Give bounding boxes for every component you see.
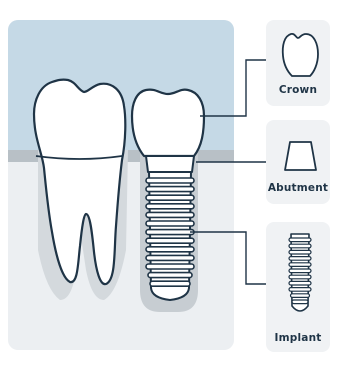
- screw-thread: [150, 281, 190, 286]
- screw-thread: [146, 255, 194, 260]
- implant-icon: [289, 234, 311, 311]
- icon-thread: [289, 288, 311, 292]
- screw-thread: [148, 273, 192, 278]
- implant-label: Implant: [266, 332, 330, 344]
- abutment-icon: [285, 142, 316, 170]
- crown-icon: [283, 34, 318, 76]
- icon-thread: [289, 257, 311, 261]
- implant-crown: [132, 90, 204, 156]
- screw-thread: [146, 195, 194, 200]
- screw-thread: [146, 204, 194, 209]
- icon-thread: [289, 275, 311, 279]
- abutment-label: Abutment: [266, 182, 330, 194]
- icon-thread: [289, 244, 311, 248]
- screw-thread: [146, 264, 194, 269]
- icon-thread: [289, 250, 311, 254]
- icon-thread: [289, 238, 311, 242]
- icon-thread: [289, 269, 311, 273]
- implant-screw: [146, 172, 194, 300]
- screw-thread: [146, 221, 194, 226]
- icon-thread: [292, 300, 308, 304]
- screw-thread: [146, 187, 194, 192]
- screw-thread: [146, 212, 194, 217]
- screw-thread: [146, 178, 194, 183]
- screw-thread: [146, 247, 194, 252]
- crown-label: Crown: [266, 84, 330, 96]
- screw-thread: [146, 238, 194, 243]
- icon-thread: [289, 281, 311, 285]
- screw-thread: [146, 230, 194, 235]
- implant-abutment: [146, 156, 194, 172]
- icon-thread: [291, 294, 310, 298]
- icon-thread: [289, 263, 311, 267]
